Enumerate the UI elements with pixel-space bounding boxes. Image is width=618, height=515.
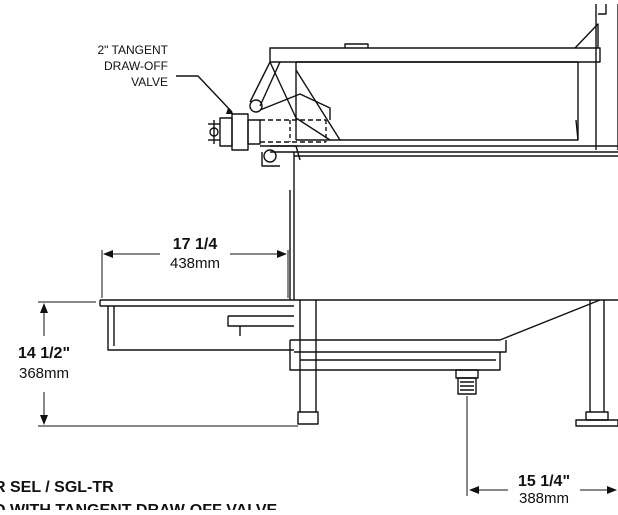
title-line-2: D WITH TANGENT DRAW-OFF VALVE	[0, 502, 278, 510]
callout-text-line2: DRAW-OFF	[104, 59, 168, 73]
dim-width-bottom-mm: 388mm	[519, 490, 569, 507]
draw-off-valve	[208, 93, 331, 167]
dim-height-mm: 368mm	[19, 365, 69, 382]
dim-width-top	[101, 250, 289, 298]
rear-console	[574, 4, 618, 150]
title-line-1: R SEL / SGL-TR	[0, 479, 114, 496]
dim-width-top-mm: 438mm	[170, 255, 220, 272]
dim-width-bottom	[466, 396, 617, 496]
dim-width-top-inch: 17 1/4	[173, 236, 218, 253]
kettle-body	[269, 43, 601, 141]
support-arms	[249, 61, 341, 141]
callout-arrowhead	[226, 108, 234, 114]
callout-text-line1: 2" TANGENT	[98, 43, 169, 57]
dim-height-inch: 14 1/2"	[18, 345, 70, 362]
dim-height	[38, 301, 298, 427]
callout-leader	[176, 75, 233, 113]
cabinet-frame	[270, 145, 618, 371]
callout-text-line3: VALVE	[131, 75, 168, 89]
drain-tray	[99, 299, 294, 351]
bottom-drain	[455, 369, 479, 395]
dim-width-bottom-inch: 15 1/4"	[518, 473, 570, 490]
legs	[297, 300, 618, 427]
